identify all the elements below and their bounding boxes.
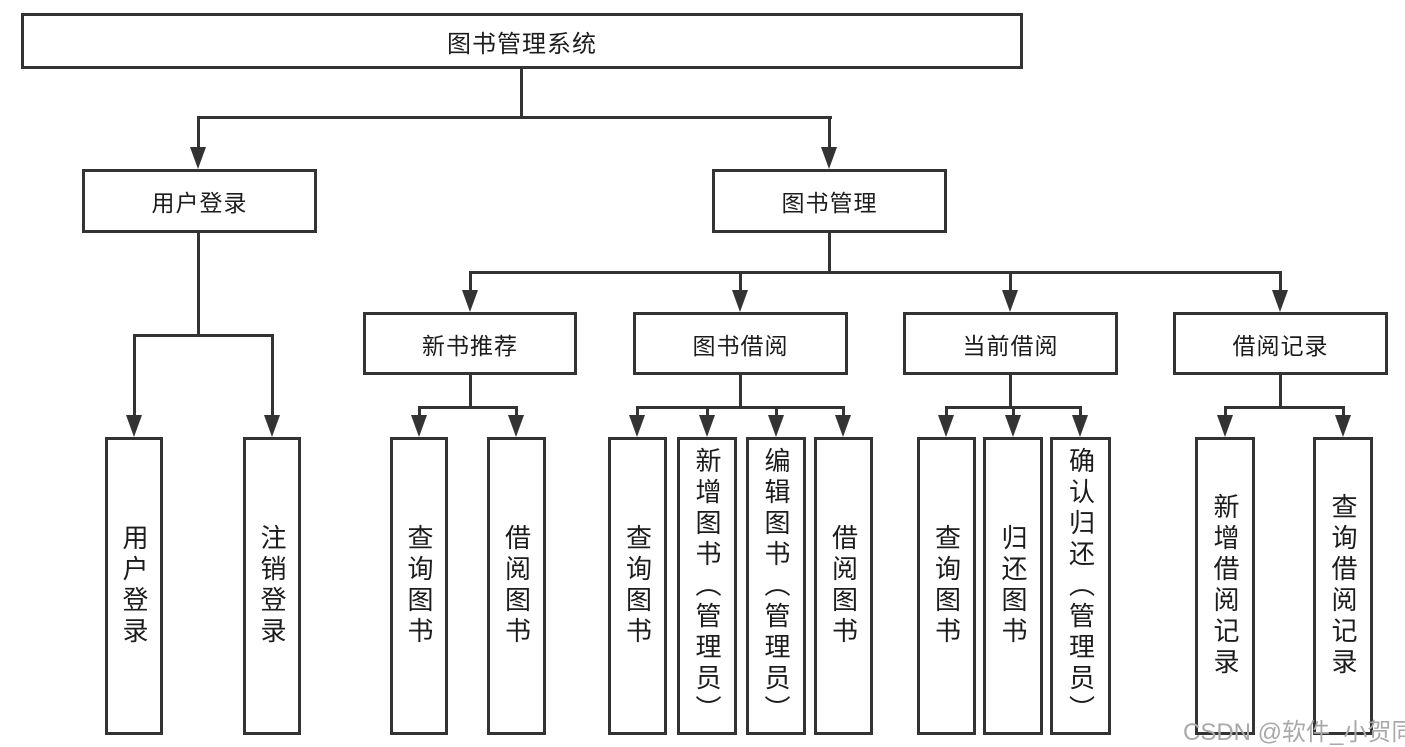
node-root: 图书管理系统: [21, 13, 1023, 69]
arrowhead-down-icon: [1005, 415, 1021, 437]
connector-line: [1009, 271, 1012, 293]
connector-line: [1342, 406, 1345, 418]
connector-line: [636, 406, 845, 409]
node-book-management: 图书管理: [712, 169, 947, 233]
connector-line: [469, 375, 472, 408]
connector-line: [1224, 406, 1345, 409]
arrowhead-down-icon: [1072, 415, 1088, 437]
node-user-login: 用户登录: [82, 169, 317, 233]
connector-line: [828, 233, 831, 274]
leaf-borrowing-add-books-admin: 新增图书（管理员）: [677, 437, 737, 735]
leaf-user-login: 用户登录: [105, 437, 163, 735]
arrowhead-down-icon: [1335, 415, 1351, 437]
arrowhead-down-icon: [938, 415, 954, 437]
csdn-watermark: CSDN @软件_小贺同学: [1183, 719, 1405, 746]
arrowhead-down-icon: [1272, 290, 1288, 312]
node-user-login-label: 用户登录: [151, 190, 248, 216]
connector-line: [133, 334, 274, 337]
leaf-current-return-books-label: 归还图书: [998, 524, 1028, 648]
arrowhead-down-icon: [768, 415, 784, 437]
leaf-records-add-record-label: 新增借阅记录: [1210, 493, 1240, 679]
arrowhead-down-icon: [821, 147, 837, 169]
connector-line: [739, 271, 742, 293]
leaf-borrowing-borrow-books: 借阅图书: [814, 437, 873, 735]
connector-line: [271, 334, 274, 416]
connector-line: [418, 406, 421, 418]
leaf-records-query-record: 查询借阅记录: [1313, 437, 1373, 735]
connector-line: [775, 406, 778, 418]
connector-line: [842, 406, 845, 418]
arrowhead-down-icon: [411, 415, 427, 437]
arrowhead-down-icon: [264, 415, 280, 437]
leaf-newbooks-borrow-books: 借阅图书: [487, 437, 546, 735]
leaf-current-confirm-return-admin: 确认归还（管理员）: [1050, 437, 1111, 735]
connector-line: [418, 406, 518, 409]
leaf-borrowing-query-books: 查询图书: [608, 437, 667, 735]
leaf-logout: 注销登录: [243, 437, 301, 735]
leaf-borrowing-query-books-label: 查询图书: [622, 524, 653, 648]
leaf-current-return-books: 归还图书: [983, 437, 1043, 735]
leaf-borrowing-add-books-admin-label: 新增图书（管理员）: [692, 446, 722, 726]
node-borrow-records: 借阅记录: [1173, 312, 1388, 375]
connector-line: [197, 116, 832, 119]
node-book-borrowing: 图书借阅: [633, 312, 848, 375]
arrowhead-down-icon: [699, 415, 715, 437]
node-borrow-records-label: 借阅记录: [1232, 332, 1329, 359]
leaf-newbooks-borrow-books-label: 借阅图书: [501, 524, 532, 648]
connector-line: [469, 271, 1282, 274]
node-new-book-recommend-label: 新书推荐: [422, 332, 518, 359]
leaf-user-login-label: 用户登录: [119, 524, 149, 648]
connector-line: [1279, 271, 1282, 293]
connector-line: [1012, 406, 1015, 418]
connector-line: [133, 334, 136, 416]
connector-line: [739, 375, 742, 408]
connector-line: [706, 406, 709, 418]
node-book-management-label: 图书管理: [781, 190, 878, 216]
leaf-newbooks-query-books: 查询图书: [390, 437, 448, 735]
connector-line: [1079, 406, 1082, 418]
connector-line: [1279, 375, 1282, 408]
leaf-current-query-books: 查询图书: [917, 437, 976, 735]
leaf-records-add-record: 新增借阅记录: [1195, 437, 1255, 735]
leaf-logout-label: 注销登录: [257, 524, 287, 648]
arrowhead-down-icon: [1002, 290, 1018, 312]
arrowhead-down-icon: [462, 290, 478, 312]
arrowhead-down-icon: [508, 415, 524, 437]
leaf-current-confirm-return-admin-label: 确认归还（管理员）: [1065, 446, 1096, 726]
node-book-borrowing-label: 图书借阅: [692, 332, 789, 359]
leaf-borrowing-edit-books-admin-label: 编辑图书（管理员）: [761, 446, 791, 726]
arrowhead-down-icon: [629, 415, 645, 437]
arrowhead-down-icon: [835, 415, 851, 437]
connector-line: [515, 406, 518, 418]
leaf-newbooks-query-books-label: 查询图书: [404, 524, 434, 648]
leaf-borrowing-borrow-books-label: 借阅图书: [828, 524, 859, 648]
arrowhead-down-icon: [732, 290, 748, 312]
leaf-records-query-record-label: 查询借阅记录: [1328, 493, 1358, 679]
node-current-borrowing: 当前借阅: [903, 312, 1118, 375]
node-current-borrowing-label: 当前借阅: [962, 332, 1059, 359]
node-new-book-recommend: 新书推荐: [363, 312, 577, 375]
arrowhead-down-icon: [190, 147, 206, 169]
leaf-borrowing-edit-books-admin: 编辑图书（管理员）: [746, 437, 806, 735]
node-root-label: 图书管理系统: [447, 30, 597, 58]
arrowhead-down-icon: [126, 415, 142, 437]
arrowhead-down-icon: [1217, 415, 1233, 437]
connector-line: [197, 116, 200, 151]
connector-line: [828, 116, 831, 151]
connector-line: [1009, 375, 1012, 408]
connector-line: [945, 406, 948, 418]
connector-line: [469, 271, 472, 293]
connector-line: [520, 69, 523, 117]
connector-line: [197, 233, 200, 336]
leaf-current-query-books-label: 查询图书: [931, 524, 962, 648]
connector-line: [1224, 406, 1227, 418]
connector-line: [636, 406, 639, 418]
